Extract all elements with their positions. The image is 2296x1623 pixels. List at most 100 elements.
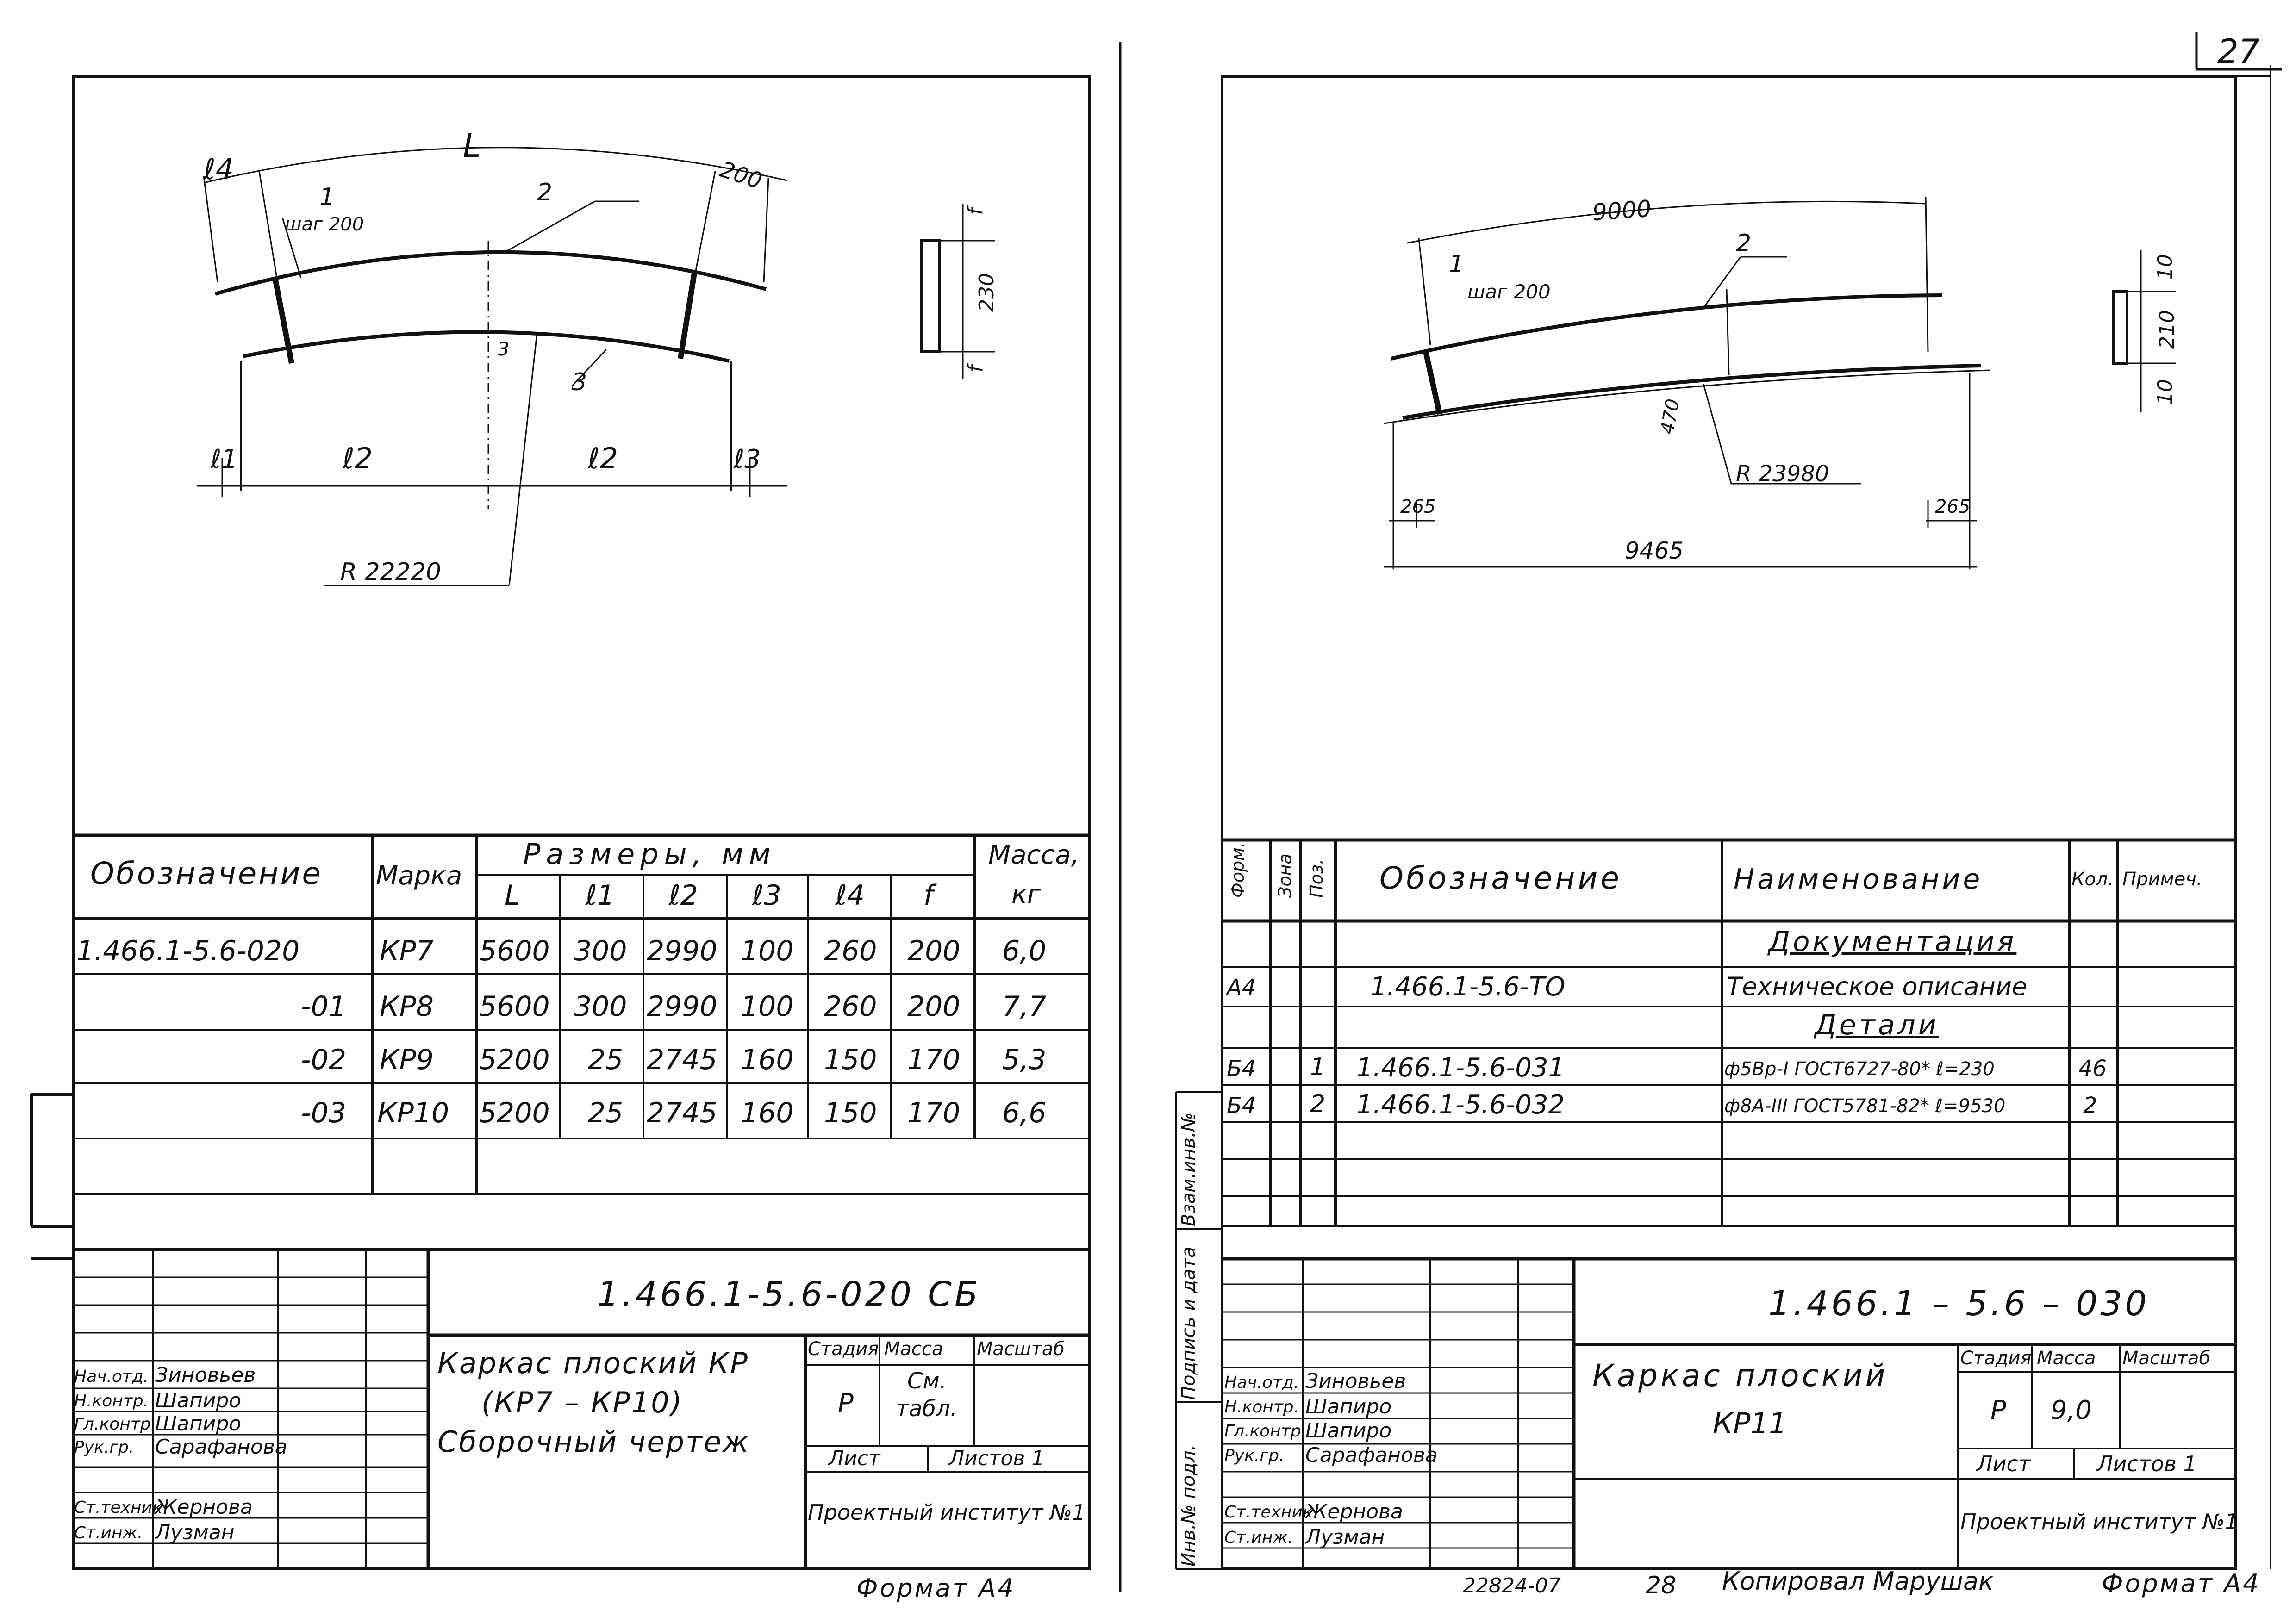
signer-role: Н.контр. [1224, 1398, 1299, 1417]
sheets-label: Листов 1 [2097, 1451, 2197, 1476]
footer-number-1: 22824-07 [1463, 1574, 1561, 1598]
signer-name: Зиновьев [1305, 1369, 1406, 1393]
section-mid-dim: 230 [974, 273, 998, 312]
callout-2: 2 [537, 179, 553, 206]
dim-265-left: 265 [1400, 496, 1436, 517]
row-designation: 1.466.1-5.6-ТО [1370, 972, 1566, 1002]
signer-name: Лузман [1305, 1525, 1385, 1549]
section-top-dim: 10 [2153, 254, 2177, 280]
signer-name: Жернова [1305, 1500, 1403, 1524]
left-format-label: Формат А4 [856, 1573, 1016, 1603]
row-format: А4 [1227, 975, 1256, 1001]
dim-l2b: ℓ2 [588, 442, 618, 475]
dim-l1: ℓ1 [211, 444, 238, 474]
row-l4: 260 [824, 990, 877, 1023]
section-mid-dim: 210 [2155, 310, 2179, 349]
callout-2: 2 [1736, 230, 1752, 257]
sub-header-l2: ℓ2 [669, 879, 698, 912]
signer-role: Нач.отд. [1224, 1373, 1299, 1392]
right-format-label: Формат А4 [2102, 1569, 2261, 1598]
row-designation: 1.466.1-5.6-031 [1356, 1053, 1565, 1083]
radius-label: R 22220 [340, 558, 442, 586]
signer-name: Шапиро [1305, 1395, 1392, 1418]
row-L: 5200 [479, 1044, 550, 1076]
row-f: 170 [907, 1097, 961, 1129]
organization: Проектный институт №1 [808, 1500, 1086, 1525]
scale-label: Масштаб [2122, 1348, 2211, 1369]
dim-9000: 9000 [1591, 195, 1653, 226]
row-pos: 1 [1310, 1053, 1326, 1081]
drawing-code: 1.466.1-5.6-020 СБ [597, 1275, 981, 1314]
row-l3: 100 [741, 990, 794, 1023]
radius-label: R 23980 [1736, 461, 1829, 487]
row-format: Б4 [1227, 1093, 1256, 1119]
stadia-label: Стадия [1960, 1348, 2032, 1369]
row-format: Б4 [1227, 1056, 1256, 1082]
col-header-name: Наименование [1734, 863, 1983, 895]
mass-label: Масса [884, 1338, 943, 1360]
drawing-name-line-1: Каркас плоский [1592, 1358, 1888, 1393]
signer-role: Нач.отд. [74, 1367, 149, 1386]
dim-l4: ℓ4 [204, 152, 234, 186]
dim-265-right: 265 [1935, 496, 1971, 517]
col-header-mass-unit: кг [1011, 879, 1041, 909]
signer-role: Ст.инж. [74, 1524, 143, 1542]
row-qty: 46 [2078, 1056, 2107, 1082]
sheet-label: Лист [829, 1447, 880, 1470]
section-title-docs: Документация [1768, 926, 2017, 958]
mass-value: 9,0 [2051, 1395, 2092, 1425]
signer-role: Рук.гр. [1224, 1446, 1285, 1465]
row-L: 5600 [479, 935, 550, 967]
drawing-name-line-2: (КР7 – КР10) [481, 1386, 683, 1419]
row-l2: 2745 [647, 1044, 718, 1076]
row-mass: 6,0 [1002, 935, 1047, 967]
signer-role: Ст.техник [74, 1498, 162, 1517]
col-header-note: Примеч. [2122, 869, 2202, 890]
signer-name: Шапиро [1305, 1419, 1392, 1443]
section-bot-dim: 10 [2153, 379, 2177, 405]
signer-role: Ст.инж. [1224, 1528, 1293, 1547]
row-mark: КР10 [377, 1097, 449, 1129]
signer-name: Шапиро [155, 1412, 242, 1436]
row-l3: 160 [741, 1097, 794, 1129]
row-L: 5600 [479, 990, 550, 1023]
signer-role: Гл.контр. [74, 1415, 156, 1434]
col-header-mark: Марка [376, 861, 462, 891]
row-mark: КР7 [380, 935, 434, 967]
organization: Проектный институт №1 [1960, 1509, 2239, 1534]
col-header-zone: Зона [1275, 853, 1295, 898]
signer-name: Сарафанова [155, 1435, 287, 1459]
row-l2: 2745 [647, 1097, 718, 1129]
row-mark: КР9 [380, 1044, 434, 1076]
col-header-designation: Обозначение [1379, 860, 1622, 896]
row-l4: 260 [824, 935, 877, 967]
row-qty: 2 [2083, 1093, 2097, 1119]
signer-name: Зиновьев [155, 1363, 256, 1387]
sub-header-l3: ℓ3 [752, 879, 781, 912]
row-designation: -02 [301, 1044, 346, 1076]
row-designation: -01 [301, 990, 346, 1023]
row-l2: 2990 [647, 990, 718, 1023]
row-mass: 5,3 [1002, 1044, 1047, 1076]
row-designation: -03 [301, 1097, 346, 1129]
row-name: Техническое описание [1727, 972, 2028, 1001]
row-l3: 160 [741, 1044, 794, 1076]
row-name: ф8А-III ГОСТ5781-82* ℓ=9530 [1724, 1095, 2006, 1117]
signer-role: Рук.гр. [74, 1438, 134, 1457]
row-l3: 100 [741, 935, 794, 967]
sub-header-l1: ℓ1 [586, 879, 615, 912]
row-pos: 2 [1310, 1090, 1326, 1118]
col-header-pos: Поз. [1306, 858, 1327, 898]
row-mass: 6,6 [1002, 1097, 1047, 1129]
col-header-sizes: Размеры, мм [523, 837, 776, 871]
signer-role: Н.контр. [74, 1392, 149, 1411]
col-header-designation: Обозначение [90, 856, 323, 891]
drawing-name-line-3: Сборочный чертеж [437, 1425, 750, 1459]
row-l1: 300 [574, 990, 627, 1023]
drawing-code: 1.466.1 – 5.6 – 030 [1768, 1284, 2150, 1324]
callout-shag: шаг 200 [285, 214, 364, 235]
callout-3b: 3 [498, 339, 510, 360]
footer-copied-by: Копировал Марушак [1722, 1567, 1994, 1596]
mass-label: Масса [2037, 1348, 2096, 1369]
callout-1: 1 [1449, 250, 1465, 278]
